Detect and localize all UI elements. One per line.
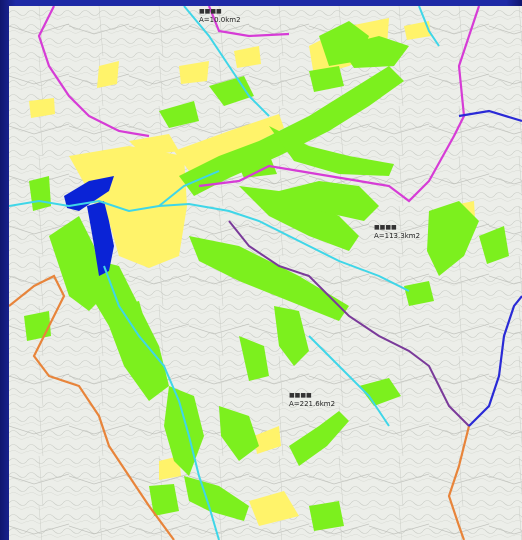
slide-title-fragment — [0, 0, 522, 6]
reservoir — [64, 176, 114, 276]
area-value-south: A=221.6km2 — [289, 400, 336, 408]
area-label-north: ■■■■ A=10.0km2 — [199, 8, 241, 24]
map-panel: ■■■■ A=10.0km2 ■■■■ A=113.3km2 ■■■■ A=22… — [9, 6, 522, 540]
boundary-magenta — [37, 6, 481, 203]
watershed-map — [9, 6, 522, 540]
area-value-north: A=10.0km2 — [199, 16, 241, 24]
area-label-south: ■■■■ A=221.6km2 — [289, 392, 336, 408]
area-label-east: ■■■■ A=113.3km2 — [374, 224, 421, 240]
boundary-purple — [228, 220, 470, 427]
forest-areas — [24, 21, 509, 531]
boundary-orange — [9, 274, 471, 540]
boundary-blue — [458, 109, 522, 427]
rivers — [9, 6, 440, 540]
area-value-east: A=113.3km2 — [374, 232, 421, 240]
